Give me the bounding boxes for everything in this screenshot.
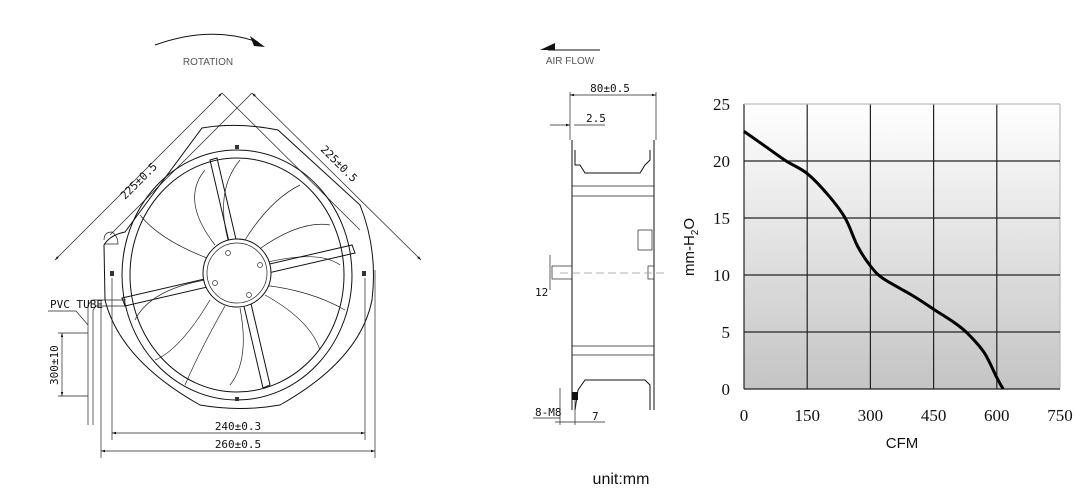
depth-dim: 80±0.5 <box>590 82 630 95</box>
x-axis-label: CFM <box>886 435 919 452</box>
x-tick-label: 750 <box>1047 406 1073 425</box>
y-tick-label: 25 <box>713 95 730 114</box>
strut-horizontal <box>121 244 356 307</box>
y-tick-label: 20 <box>713 152 730 171</box>
x-tick-label: 450 <box>921 406 947 425</box>
hole-spacing: 240±0.3 <box>215 420 261 433</box>
strut-vertical <box>209 157 271 389</box>
y-tick-label: 15 <box>713 209 730 228</box>
cable-tab <box>103 231 119 245</box>
x-tick-label: 600 <box>984 406 1010 425</box>
diag-dim-line-right <box>251 92 422 261</box>
rotation-label: ROTATION <box>183 57 233 68</box>
fan-blades <box>134 159 346 386</box>
pvc-label: PVC TUBE <box>50 298 103 311</box>
pq-chart: 0 150 300 450 600 750 0 5 10 15 20 25 CFM mm-H2O <box>681 95 1073 452</box>
lead-length: 300±10 <box>48 345 61 385</box>
y-axis-label: mm-H2O <box>681 218 701 276</box>
rotation-arrowhead <box>250 36 265 47</box>
hole-depth-dim: 7 <box>592 410 599 423</box>
x-tick-label: 300 <box>858 406 884 425</box>
fan-hub <box>202 238 272 308</box>
airflow-label: AIR FLOW <box>546 56 595 67</box>
pvc-tube <box>87 299 126 425</box>
shaft-dim: 12 <box>535 286 548 299</box>
diag-dim-left: 225±0.5 <box>118 160 160 202</box>
unit-label: unit:mm <box>593 471 650 488</box>
flange-dim: 2.5 <box>586 112 606 125</box>
hub-screws <box>212 250 263 298</box>
front-view: ROTATION 225±0.5 225±0.5 <box>48 33 422 458</box>
pq-curve <box>743 130 1005 390</box>
overall-width: 260±0.5 <box>215 438 261 451</box>
y-tick-label: 0 <box>722 380 731 399</box>
x-tick-label: 150 <box>794 406 820 425</box>
plot-background <box>744 104 1060 389</box>
y-tick-label: 5 <box>722 323 731 342</box>
side-view: AIR FLOW 80±0.5 2.5 12 8-M8 7 <box>533 43 668 425</box>
side-profile <box>571 140 655 411</box>
y-tick-label: 10 <box>713 266 730 285</box>
mount-hole-dim: 8-M8 <box>535 406 562 419</box>
x-tick-label: 0 <box>740 406 749 425</box>
diag-dim-line-left <box>54 92 223 261</box>
rotation-arrow <box>154 33 259 46</box>
mount-holes <box>110 145 366 401</box>
